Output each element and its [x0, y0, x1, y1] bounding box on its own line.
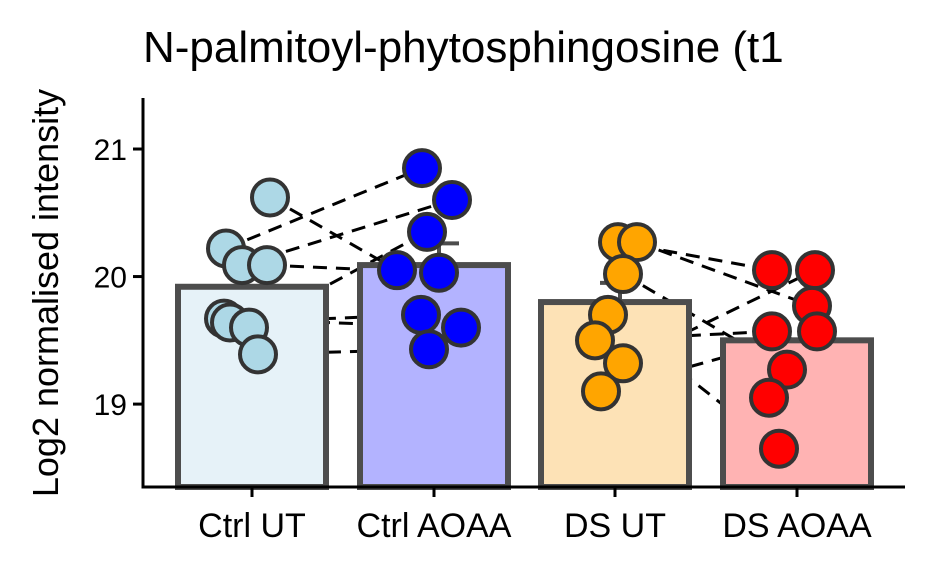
data-point [419, 252, 459, 293]
data-point [767, 349, 807, 390]
y-tick-label: 21 [94, 134, 127, 167]
x-tick-label: Ctrl AOAA [357, 507, 512, 545]
data-point [752, 250, 792, 291]
x-tick-label: DS UT [564, 507, 666, 545]
bars [175, 262, 874, 491]
data-point [238, 334, 278, 375]
data-point [409, 329, 449, 370]
y-tick-label: 19 [94, 389, 127, 422]
data-point [250, 177, 290, 218]
y-axis-label: Log2 normalised intensity [25, 89, 66, 497]
data-point [575, 320, 615, 361]
data-point [407, 211, 447, 252]
data-point [401, 294, 441, 335]
data-point [581, 371, 621, 412]
pair-link [225, 166, 423, 250]
x-tick-label: Ctrl UT [198, 507, 306, 545]
data-point [752, 311, 792, 352]
x-tick-label: DS AOAA [722, 507, 872, 545]
data-point [759, 428, 799, 469]
data-point [377, 250, 417, 291]
data-points [204, 148, 837, 469]
data-point [603, 343, 643, 384]
data-point [603, 254, 643, 295]
data-point [797, 311, 837, 352]
data-point [247, 245, 287, 286]
data-point [441, 307, 481, 348]
data-point [795, 250, 835, 291]
data-point [432, 180, 472, 221]
pair-link [636, 240, 813, 308]
chart-title: N-palmitoyl-phytosphingosine (t1 [143, 23, 784, 72]
data-point [402, 148, 442, 189]
bar [357, 262, 511, 490]
data-point [749, 377, 789, 418]
pair-link [622, 272, 788, 371]
y-tick-label: 20 [94, 262, 127, 295]
